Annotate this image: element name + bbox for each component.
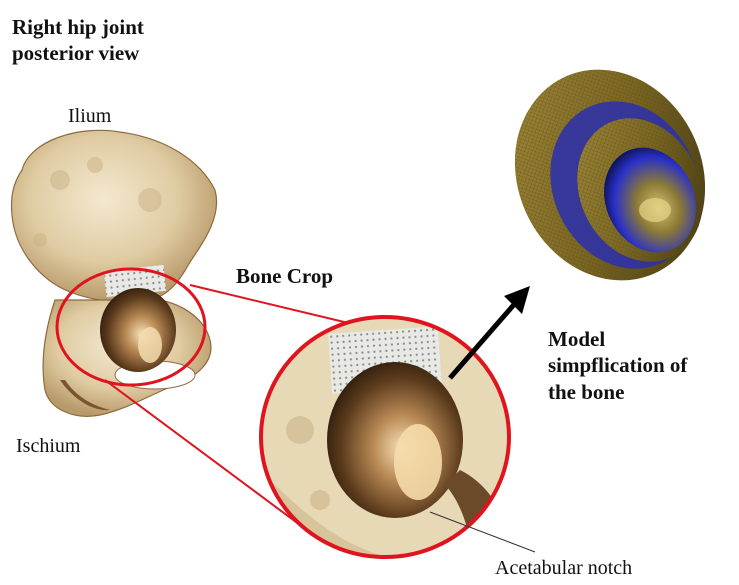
model-label: Model simpflication of the bone	[548, 326, 687, 405]
hip-bone-illustration	[11, 130, 216, 416]
title-label: Right hip joint posterior view	[12, 14, 144, 67]
ischium-label: Ischium	[16, 434, 80, 459]
cup-model	[481, 38, 739, 312]
acetabulum-socket	[100, 288, 176, 372]
bone-crop-label: Bone Crop	[236, 263, 333, 289]
ilium-label: Ilium	[68, 104, 111, 129]
acetabulum-highlight	[138, 327, 162, 363]
acetabular-notch-label: Acetabular notch	[495, 556, 632, 581]
